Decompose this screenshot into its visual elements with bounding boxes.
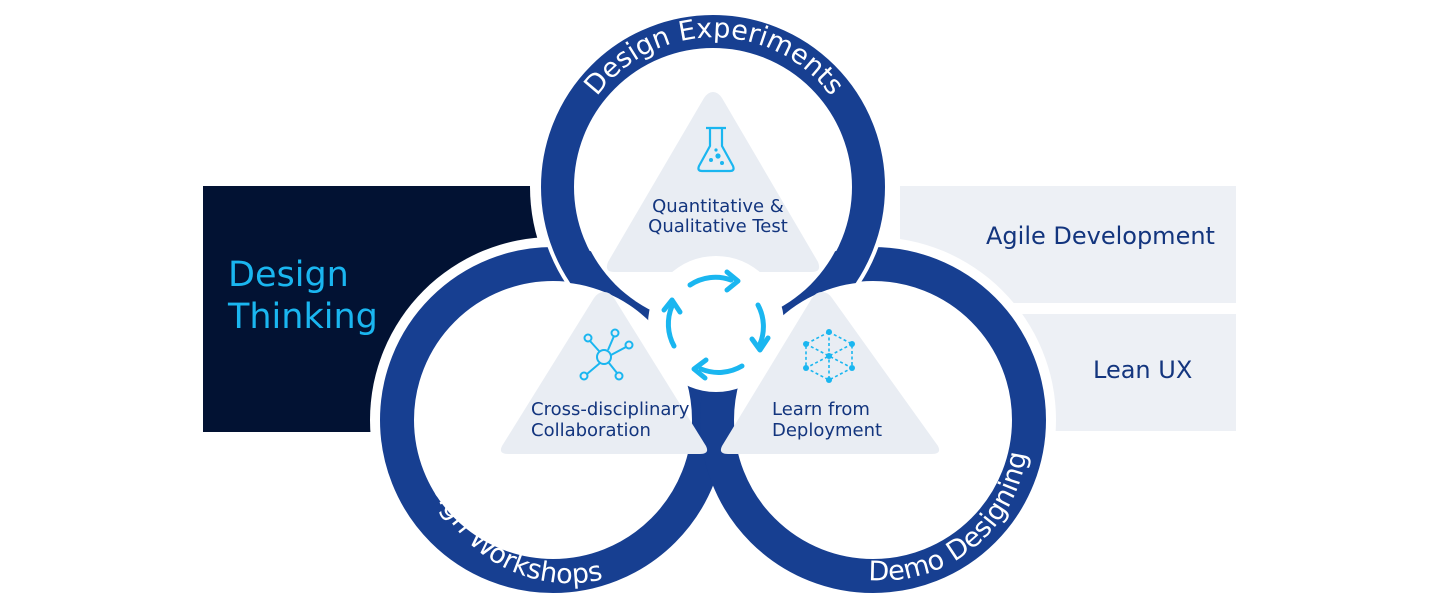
left-triangle-line1: Cross-disciplinary [531, 399, 690, 420]
lean-ux-panel [1020, 314, 1236, 431]
top-triangle-line1: Quantitative & [652, 196, 784, 217]
cube-nodes [803, 329, 855, 383]
right-triangle-line2: Deployment [772, 420, 882, 441]
left-triangle [500, 292, 708, 454]
left-triangle-line2: Collaboration [531, 420, 651, 441]
center-circle [648, 256, 784, 392]
demo-designing-ring [700, 247, 1046, 593]
flask-icon [697, 126, 735, 173]
top-triangle [606, 92, 820, 272]
lean-ux-label: Lean UX [1093, 356, 1193, 384]
right-triangle [720, 292, 940, 454]
agile-development-label: Agile Development [986, 222, 1215, 250]
right-triangle-line1: Learn from [772, 399, 870, 420]
cycle-arrows-icon [661, 269, 771, 381]
design-thinking-title: Design Thinking [228, 255, 378, 337]
top-triangle-line2: Qualitative Test [648, 216, 788, 237]
network-icon [579, 328, 634, 381]
